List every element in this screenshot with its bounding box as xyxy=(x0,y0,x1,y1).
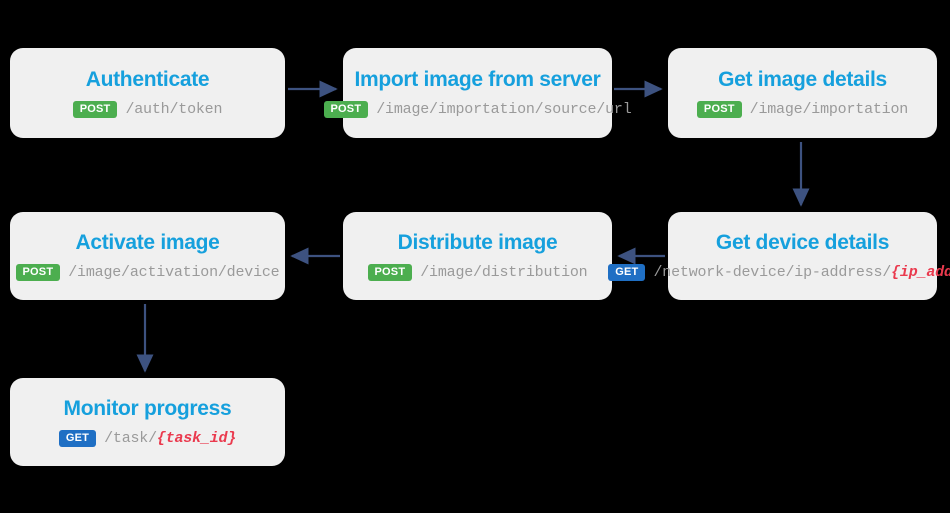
endpoint-path: /network-device/ip-address/ xyxy=(653,263,892,281)
node-authenticate[interactable]: Authenticate POST /auth/token xyxy=(10,48,285,138)
node-get-image-details[interactable]: Get image details POST /image/importatio… xyxy=(668,48,937,138)
node-title: Monitor progress xyxy=(63,397,232,421)
method-badge-post: POST xyxy=(323,100,369,118)
endpoint-path: /image/distribution xyxy=(420,263,588,281)
endpoint-path-param: {task_id} xyxy=(156,429,237,447)
method-badge-post: POST xyxy=(72,100,118,118)
node-get-device-details[interactable]: Get device details GET /network-device/i… xyxy=(608,212,950,300)
method-badge-get: GET xyxy=(608,263,646,281)
method-badge-post: POST xyxy=(696,100,742,118)
node-title: Import image from server xyxy=(354,68,601,92)
endpoint-path: /auth/token xyxy=(125,100,223,118)
node-title: Get device details xyxy=(715,231,890,255)
node-title: Activate image xyxy=(75,231,220,255)
method-badge-get: GET xyxy=(58,429,97,447)
node-endpoint: POST /image/distribution xyxy=(367,263,588,281)
endpoint-path: /image/activation/device xyxy=(68,263,280,281)
node-title: Distribute image xyxy=(397,231,558,255)
node-endpoint: GET /network-device/ip-address/{ip_addre… xyxy=(608,263,950,281)
node-import-image[interactable]: Import image from server POST /image/imp… xyxy=(323,48,632,138)
endpoint-path: /image/importation/source/url xyxy=(376,100,632,118)
node-endpoint: POST /image/importation xyxy=(696,100,909,118)
method-badge-post: POST xyxy=(367,263,413,281)
node-endpoint: GET /task/{task_id} xyxy=(58,429,237,447)
node-distribute-image[interactable]: Distribute image POST /image/distributio… xyxy=(343,212,612,300)
node-endpoint: POST /image/activation/device xyxy=(15,263,280,281)
node-monitor-progress[interactable]: Monitor progress GET /task/{task_id} xyxy=(10,378,285,466)
node-endpoint: POST /auth/token xyxy=(72,100,223,118)
node-title: Get image details xyxy=(718,68,887,92)
node-endpoint: POST /image/importation/source/url xyxy=(323,100,632,118)
method-badge-post: POST xyxy=(15,263,61,281)
node-activate-image[interactable]: Activate image POST /image/activation/de… xyxy=(10,212,285,300)
node-title: Authenticate xyxy=(85,68,210,92)
endpoint-path: /task/ xyxy=(104,429,157,447)
endpoint-path-param: {ip_address} xyxy=(891,263,950,281)
endpoint-path: /image/importation xyxy=(749,100,909,118)
